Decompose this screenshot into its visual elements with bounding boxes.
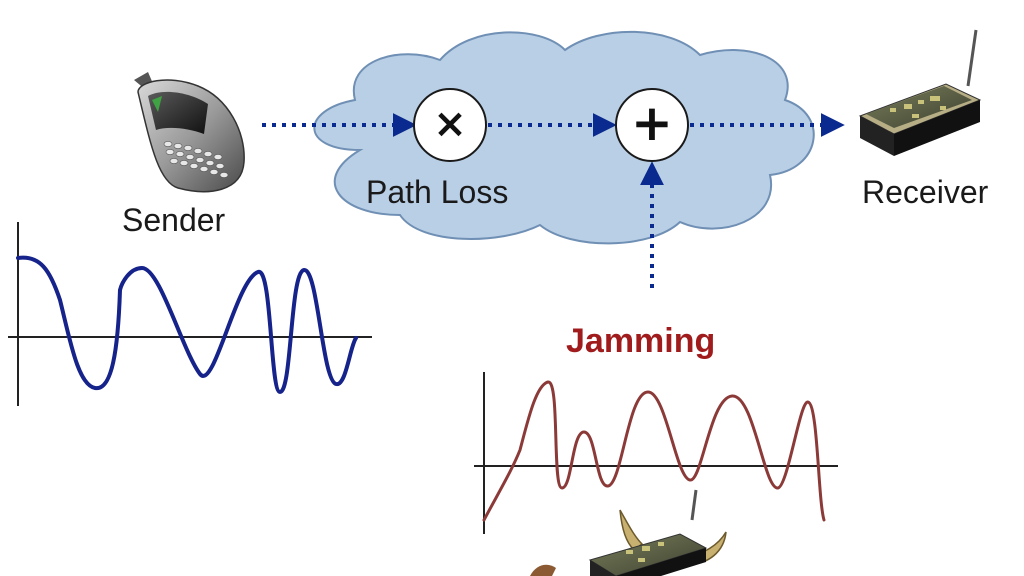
multiply-symbol: × — [433, 101, 467, 147]
jammer-device-icon — [530, 489, 727, 576]
sender-waveform — [8, 222, 372, 406]
receiver-board-icon — [858, 29, 982, 156]
path-cloud — [313, 30, 815, 245]
jamming-signal-wave — [482, 380, 826, 522]
sender-label: Sender — [122, 202, 226, 238]
jamming-waveform — [474, 372, 838, 534]
mobile-phone-icon — [134, 72, 245, 193]
add-symbol: + — [631, 94, 673, 152]
multiply-operator: × — [413, 88, 487, 162]
jamming-label: Jamming — [566, 322, 716, 360]
signal-arrows — [262, 113, 845, 288]
add-operator: + — [615, 88, 689, 162]
path-loss-label: Path Loss — [366, 174, 509, 210]
receiver-label: Receiver — [862, 174, 989, 210]
sender-signal-wave — [16, 255, 358, 395]
